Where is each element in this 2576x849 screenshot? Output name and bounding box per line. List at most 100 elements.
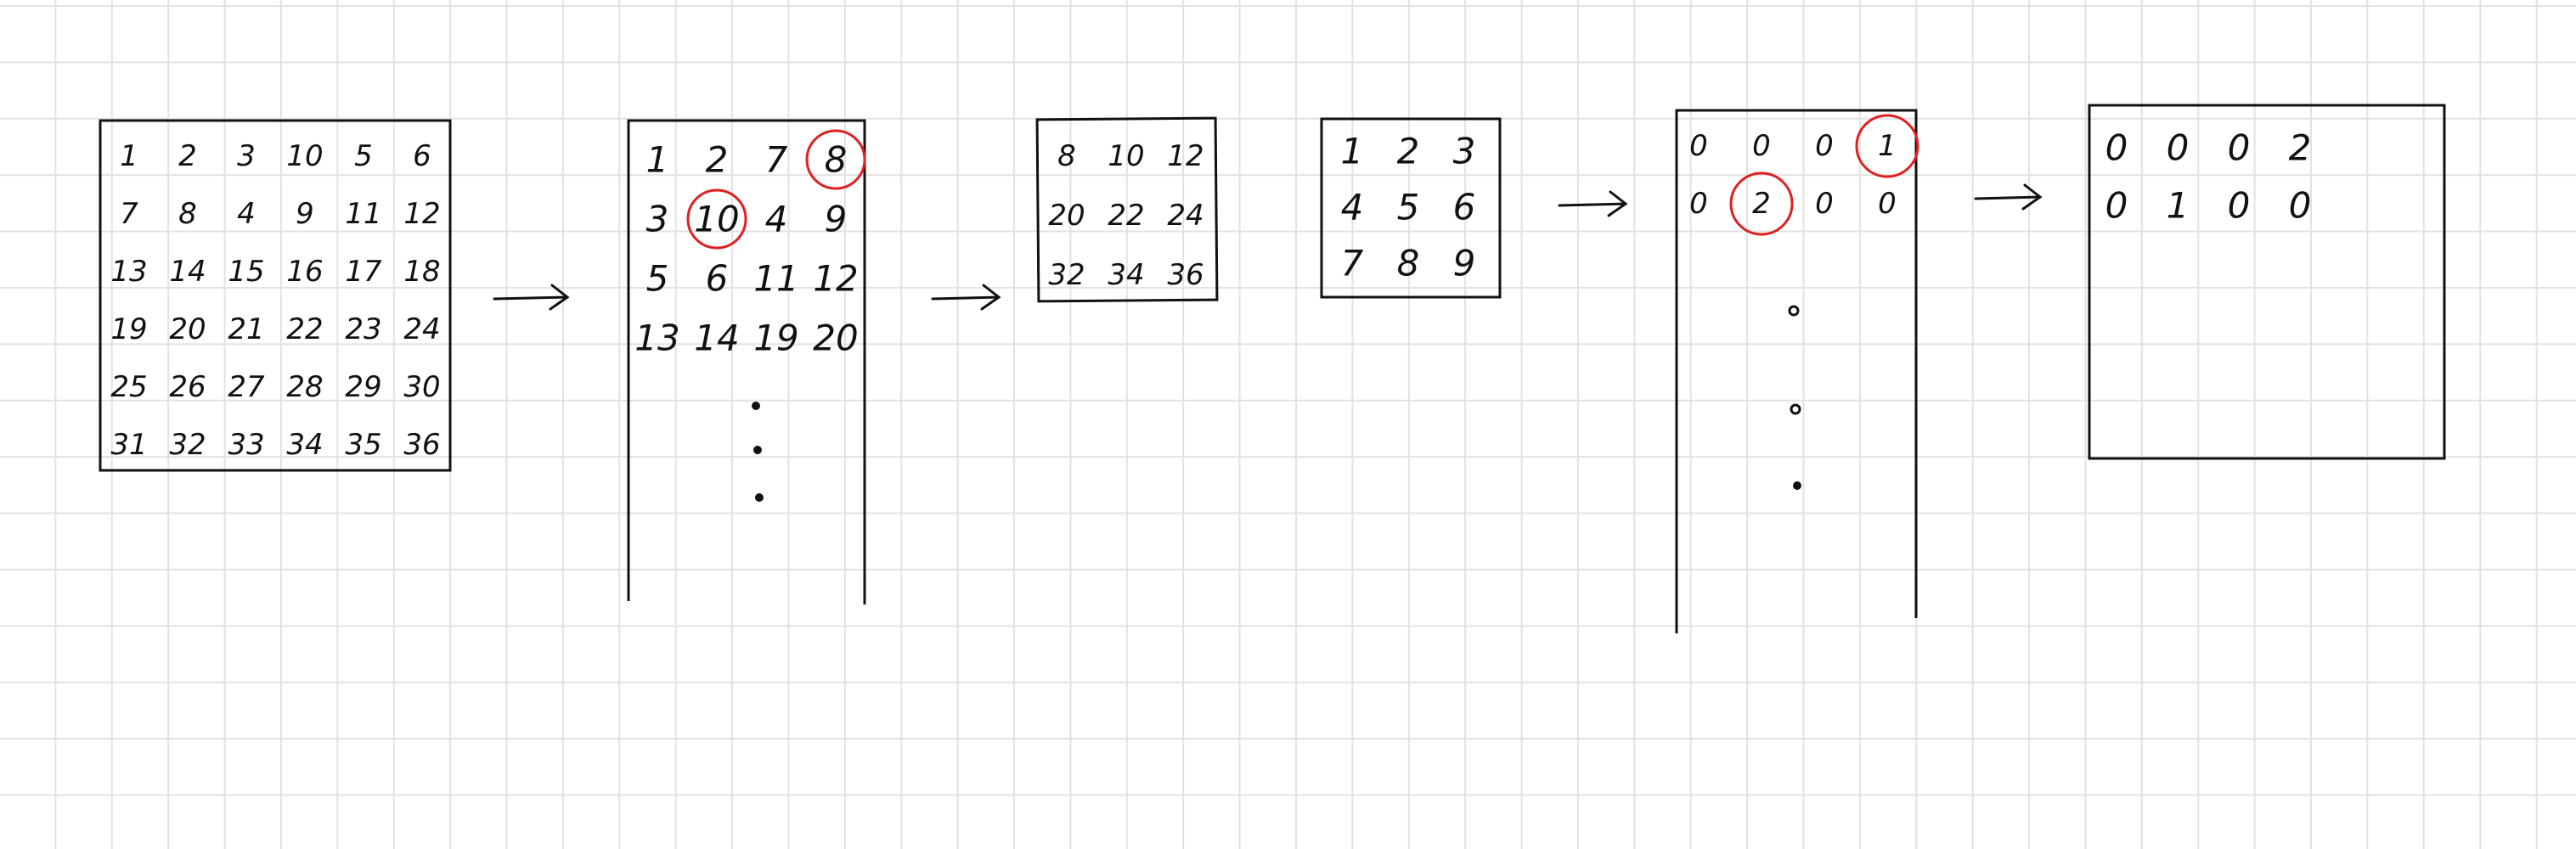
right-arrow-icon (1558, 190, 1628, 217)
step1_grid-cell: 20 (169, 312, 206, 346)
step3_grid-cell: 32 (1048, 258, 1085, 292)
step2_rows-cell: 20 (813, 318, 858, 359)
step2_rows-cell: 11 (753, 258, 798, 300)
step4_grid-cell: 3 (1453, 131, 1476, 172)
step1_grid-cell: 35 (345, 428, 381, 462)
step1_grid-cell: 10 (286, 139, 323, 173)
step1_grid-cell: 31 (110, 428, 147, 462)
right-arrow-icon (493, 284, 570, 311)
step1_grid-cell: 16 (286, 255, 323, 289)
step4_grid-cell: 5 (1397, 187, 1420, 228)
step1_grid-cell: 15 (228, 255, 264, 289)
step1_grid-cell: 6 (413, 139, 431, 173)
step6_rows-cell: 0 (2105, 185, 2128, 227)
step2_rows-cell: 8 (825, 139, 848, 181)
step2_rows-cell: 2 (706, 139, 729, 181)
step4_grid-cell: 2 (1397, 131, 1420, 172)
step1_grid-cell: 34 (286, 428, 323, 462)
step1_grid-cell: 26 (169, 370, 206, 404)
step1_grid-cell: 7 (120, 197, 138, 231)
step2_rows-cell: 5 (646, 258, 669, 300)
step3_grid-cell: 24 (1167, 199, 1203, 233)
step4_grid-cell: 6 (1453, 187, 1476, 228)
step3_grid-cell: 34 (1108, 258, 1144, 292)
step5_rows-cell: 0 (1815, 129, 1834, 163)
step1_grid-cell: 9 (296, 197, 314, 231)
step1_grid-cell: 28 (286, 370, 323, 404)
step1_grid-cell: 27 (228, 370, 265, 404)
step5_rows-cell: 0 (1689, 129, 1708, 163)
step5_rows-cell: 2 (1752, 187, 1771, 221)
step2_rows-cell: 4 (765, 199, 788, 240)
step2_rows-cell: 7 (765, 139, 788, 181)
step4_grid-cell: 8 (1397, 243, 1420, 284)
step1_grid-cell: 21 (228, 312, 264, 346)
step4_grid-cell: 4 (1341, 187, 1364, 228)
continuation-dot (1790, 403, 1801, 415)
highlight-circle (1729, 171, 1794, 236)
step5_rows-cell: 0 (1689, 187, 1708, 221)
step2_rows-cell: 10 (694, 199, 739, 240)
step1_grid-cell: 29 (345, 370, 381, 404)
continuation-dot (755, 493, 764, 502)
continuation-dot (752, 402, 760, 410)
continuation-dot (753, 446, 762, 454)
step1_grid-cell: 17 (345, 255, 382, 289)
highlight-circle (1855, 114, 1919, 178)
step6_rows-cell: 0 (2105, 127, 2128, 169)
step3_grid-cell: 36 (1167, 258, 1203, 292)
step3_grid-cell: 22 (1108, 199, 1144, 233)
step1_grid-cell: 8 (178, 197, 197, 231)
step1_grid-cell: 4 (237, 197, 256, 231)
step1_grid-cell: 30 (403, 370, 440, 404)
right-arrow-icon (1974, 183, 2043, 211)
step3_grid-cell: 10 (1108, 139, 1144, 173)
step1_grid-cell: 12 (403, 197, 440, 231)
step1_grid-cell: 14 (169, 255, 206, 289)
step2_rows-cell: 14 (694, 318, 739, 359)
step1-frame (99, 119, 452, 472)
step1_grid-cell: 33 (228, 428, 264, 462)
step6_rows-cell: 0 (2289, 185, 2312, 227)
highlight-circle (686, 188, 747, 250)
step1_grid-cell: 25 (110, 370, 147, 404)
step2_rows-cell: 12 (813, 258, 858, 300)
step1_grid-cell: 36 (403, 428, 440, 462)
step2_rows-cell: 19 (753, 318, 798, 359)
step2_rows-cell: 6 (706, 258, 729, 300)
step6_rows-cell: 0 (2228, 127, 2251, 169)
step4_grid-cell: 7 (1341, 243, 1364, 284)
step6-frame (2088, 104, 2446, 460)
step1_grid-cell: 22 (286, 312, 323, 346)
step1_grid-cell: 13 (110, 255, 147, 289)
step3-frame (1035, 116, 1219, 303)
step1_grid-cell: 11 (345, 197, 381, 231)
step5_rows-cell: 0 (1752, 129, 1771, 163)
step4_grid-cell: 9 (1453, 243, 1476, 284)
highlight-circle (805, 129, 866, 190)
step5_rows-cell: 1 (1878, 129, 1897, 163)
step5-frame (1675, 109, 1918, 633)
step2_rows-cell: 13 (634, 318, 679, 359)
step1_grid-cell: 18 (403, 255, 440, 289)
step1_grid-cell: 19 (110, 312, 147, 346)
step1_grid-cell: 24 (403, 312, 440, 346)
step6_rows-cell: 0 (2228, 185, 2251, 227)
step3_grid-cell: 20 (1048, 199, 1085, 233)
step2_rows-cell: 9 (825, 199, 848, 240)
step1_grid-cell: 3 (237, 139, 256, 173)
step2_rows-cell: 3 (646, 199, 669, 240)
step1_grid-cell: 5 (354, 139, 373, 173)
step1_grid-cell: 2 (178, 139, 197, 173)
right-arrow-icon (931, 284, 1001, 311)
step6_rows-cell: 1 (2167, 185, 2190, 227)
step5_rows-cell: 0 (1815, 187, 1834, 221)
step1_grid-cell: 32 (169, 428, 206, 462)
step6_rows-cell: 2 (2289, 127, 2312, 169)
